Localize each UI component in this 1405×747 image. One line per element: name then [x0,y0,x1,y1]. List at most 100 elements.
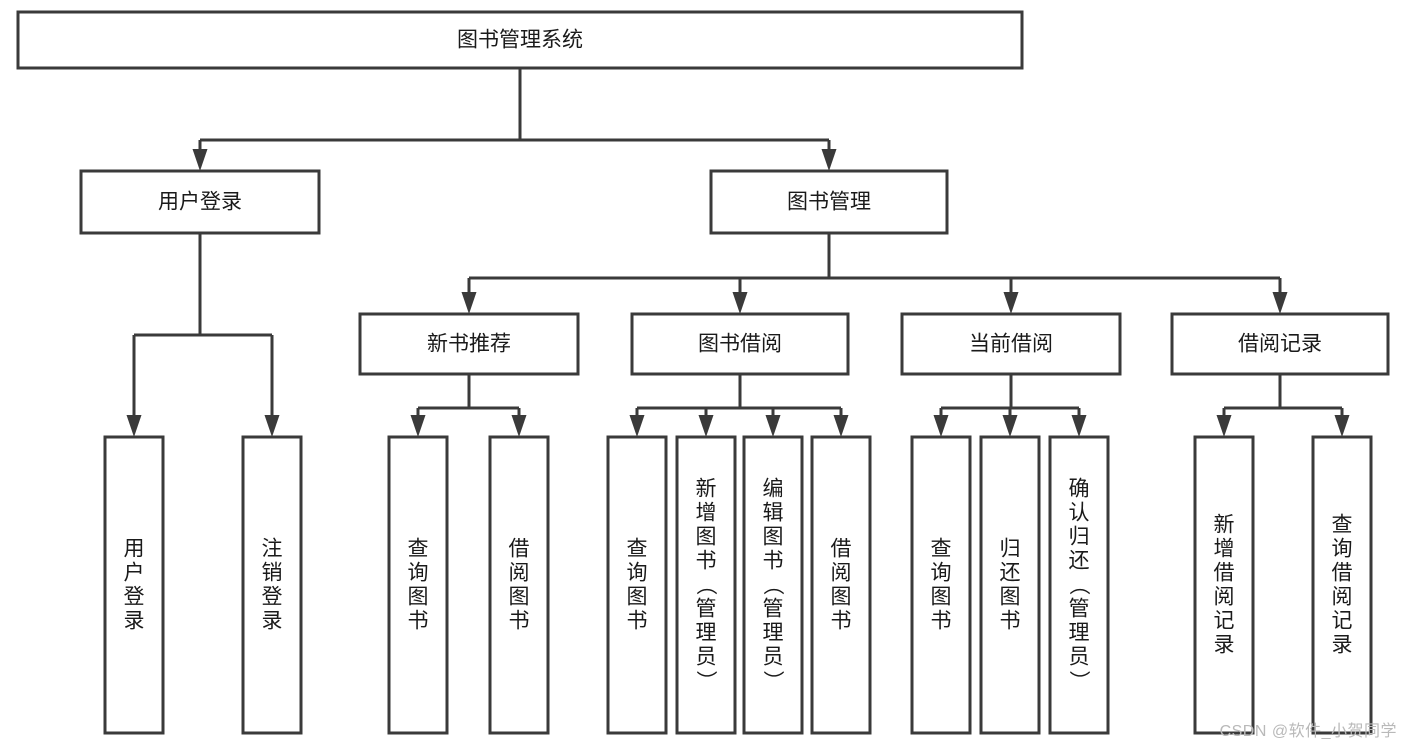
node-leaf-5-label-char-7: 员 [696,646,717,669]
borrow-to-leaf-2-arrowhead-icon [698,415,714,437]
node-leaf-5-label-char-8: ） [694,670,717,691]
node-leaf-10-box[interactable] [1048,435,1110,735]
node-leaf-12-label-char-3: 阅 [1332,586,1353,609]
node-level3-2[interactable]: 当前借阅 [900,312,1122,376]
node-leaf-3-label-char-1: 阅 [509,562,530,585]
node-leaf-10-label-char-1: 认 [1069,502,1090,525]
node-leaf-7-label-char-1: 阅 [831,562,852,585]
node-leaf-1-label-char-1: 销 [262,562,283,585]
record-to-leaf-2-arrowhead-icon [1334,415,1350,437]
node-leaf-11-box[interactable] [1193,435,1255,735]
node-leaf-4-box[interactable] [606,435,668,735]
node-layer: 图书管理系统用户登录图书管理新书推荐图书借阅当前借阅借阅记录用户登录注销登录查询… [16,10,1390,735]
node-leaf-7-label-char-2: 图 [831,586,852,609]
node-leaf-3-label-char-2: 图 [509,586,530,609]
node-level3-3-label: 借阅记录 [1238,333,1322,356]
node-level3-3-box[interactable] [1170,312,1390,376]
node-leaf-0-label-char-1: 户 [124,562,145,585]
node-leaf-8-label-char-2: 图 [931,586,952,609]
node-leaf-12-label-char-5: 录 [1332,634,1353,657]
node-leaf-5-label-char-1: 增 [696,502,717,525]
node-level2-1[interactable]: 图书管理 [709,169,949,235]
node-leaf-7-label-char-3: 书 [831,610,852,633]
node-leaf-6-label-char-0: 编 [763,478,784,501]
node-leaf-0-box[interactable] [103,435,165,735]
node-level3-1[interactable]: 图书借阅 [630,312,850,376]
node-leaf-3-label-char-0: 借 [509,538,530,561]
node-leaf-12-label-char-1: 询 [1332,538,1353,561]
book-mgmt-to-new-book-arrowhead-icon [461,292,477,314]
user-login-to-leaf-2-arrowhead-icon [264,415,280,437]
node-leaf-6-box[interactable] [742,435,804,735]
node-leaf-2-label-char-2: 图 [408,586,429,609]
node-leaf-6-label-char-4: （ [761,574,784,595]
node-leaf-8-label-char-0: 查 [931,538,952,561]
node-level2-0-box[interactable] [79,169,321,235]
current-to-leaf-1-arrowhead-icon [933,415,949,437]
node-leaf-11-label-char-0: 新 [1214,514,1235,537]
node-leaf-1-box[interactable] [241,435,303,735]
node-leaf-11-label-char-4: 记 [1214,610,1235,633]
node-root-box[interactable] [16,10,1024,70]
node-level3-1-box[interactable] [630,312,850,376]
node-leaf-9-box[interactable] [979,435,1041,735]
node-leaf-6-label-char-8: ） [761,670,784,691]
node-leaf-7-box[interactable] [810,435,872,735]
node-level3-3[interactable]: 借阅记录 [1170,312,1390,376]
node-leaf-10-label-char-2: 归 [1069,526,1090,549]
node-level3-0[interactable]: 新书推荐 [358,312,580,376]
node-leaf-12-box[interactable] [1311,435,1373,735]
node-level3-0-box[interactable] [358,312,580,376]
node-leaf-3-box[interactable] [488,435,550,735]
node-leaf-5-label-char-0: 新 [696,478,717,501]
node-root-label: 图书管理系统 [457,29,583,52]
node-leaf-0-label-char-3: 录 [124,610,145,633]
csdn-watermark: CSDN @软件_小贺同学 [1219,723,1397,740]
node-root[interactable]: 图书管理系统 [16,10,1024,70]
node-level3-2-box[interactable] [900,312,1122,376]
node-leaf-5-label-char-5: 管 [696,598,717,621]
node-level2-0[interactable]: 用户登录 [79,169,321,235]
root-to-book-mgmt-arrowhead-icon [821,149,837,171]
node-leaf-0-label-char-2: 登 [124,586,145,609]
node-leaf-10-label-char-3: 还 [1069,550,1090,573]
node-leaf-5-label-char-2: 图 [696,526,717,549]
node-leaf-6-label-char-5: 管 [763,598,784,621]
node-leaf-4-label-char-1: 询 [627,562,648,585]
node-leaf-11-label-char-1: 增 [1214,538,1235,561]
book-mgmt-to-current-arrowhead-icon [1003,292,1019,314]
book-mgmt-to-borrow-arrowhead-icon [732,292,748,314]
borrow-to-leaf-1-arrowhead-icon [629,415,645,437]
borrow-to-leaf-3-arrowhead-icon [765,415,781,437]
node-leaf-10-label-char-4: （ [1067,574,1090,595]
node-leaf-2-label-char-1: 询 [408,562,429,585]
book-mgmt-to-record-arrowhead-icon [1272,292,1288,314]
node-leaf-0-label-char-0: 用 [124,538,145,561]
node-leaf-0[interactable]: 用户登录 [103,435,165,735]
node-leaf-5-label-char-3: 书 [696,550,717,573]
node-leaf-9-label-char-1: 还 [1000,562,1021,585]
new-book-to-leaf-2-arrowhead-icon [511,415,527,437]
node-leaf-5-box[interactable] [675,435,737,735]
node-leaf-11-label-char-3: 阅 [1214,586,1235,609]
node-leaf-5-label-char-6: 理 [696,622,717,645]
node-level2-1-box[interactable] [709,169,949,235]
new-book-to-leaf-1-arrowhead-icon [410,415,426,437]
node-leaf-2-box[interactable] [387,435,449,735]
node-leaf-11-label-char-5: 录 [1214,634,1235,657]
node-leaf-8-box[interactable] [910,435,972,735]
